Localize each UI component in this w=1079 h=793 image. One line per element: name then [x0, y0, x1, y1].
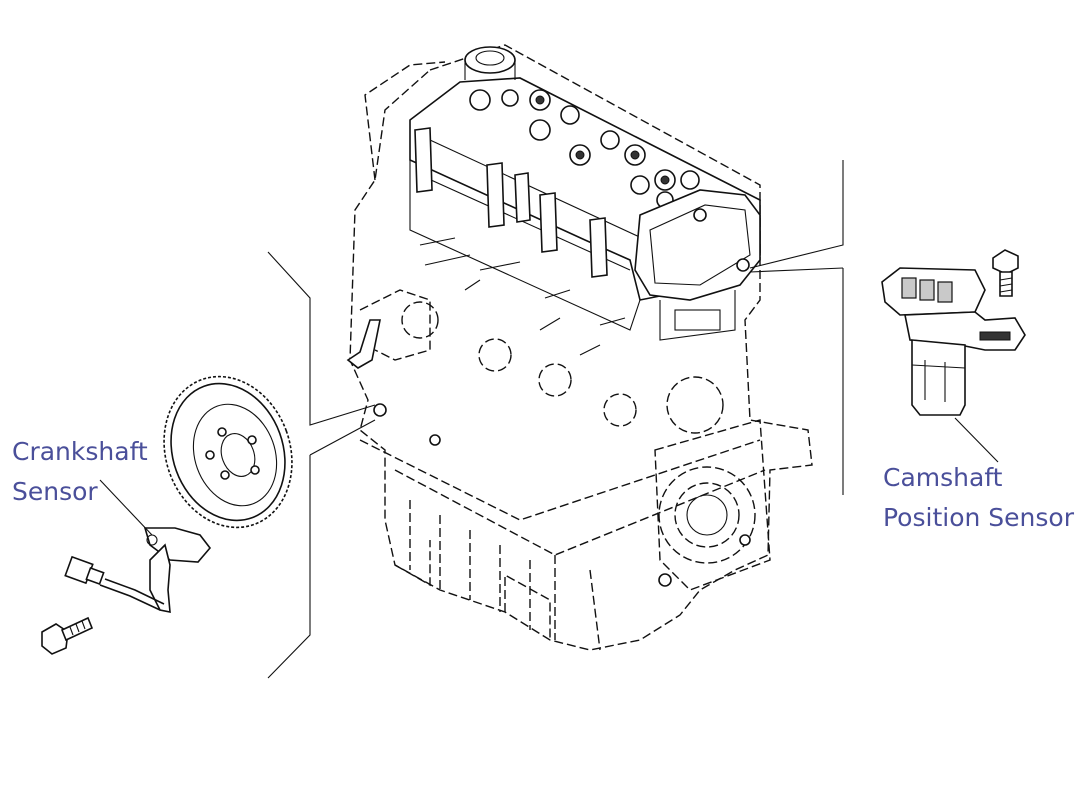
- leader-lines: [99, 160, 999, 679]
- crankshaft-sensor-label: Crankshaft Sensor: [12, 432, 148, 512]
- engine-block: [346, 44, 813, 651]
- crankshaft-label-line1: Crankshaft: [12, 437, 148, 466]
- crankshaft-sensor: [64, 527, 212, 613]
- crankshaft-label-line2: Sensor: [12, 477, 98, 506]
- camshaft-sensor-bolt: [992, 249, 1019, 297]
- camshaft-label-line1: Camshaft: [883, 463, 1003, 492]
- camshaft-position-sensor: [881, 267, 1026, 416]
- camshaft-label-line2: Position Sensor: [883, 503, 1074, 532]
- cylinder-head: [409, 46, 761, 356]
- crankshaft-sensor-bolt: [41, 616, 94, 655]
- flywheel: [163, 375, 293, 529]
- camshaft-sensor-label: Camshaft Position Sensor: [883, 458, 1074, 538]
